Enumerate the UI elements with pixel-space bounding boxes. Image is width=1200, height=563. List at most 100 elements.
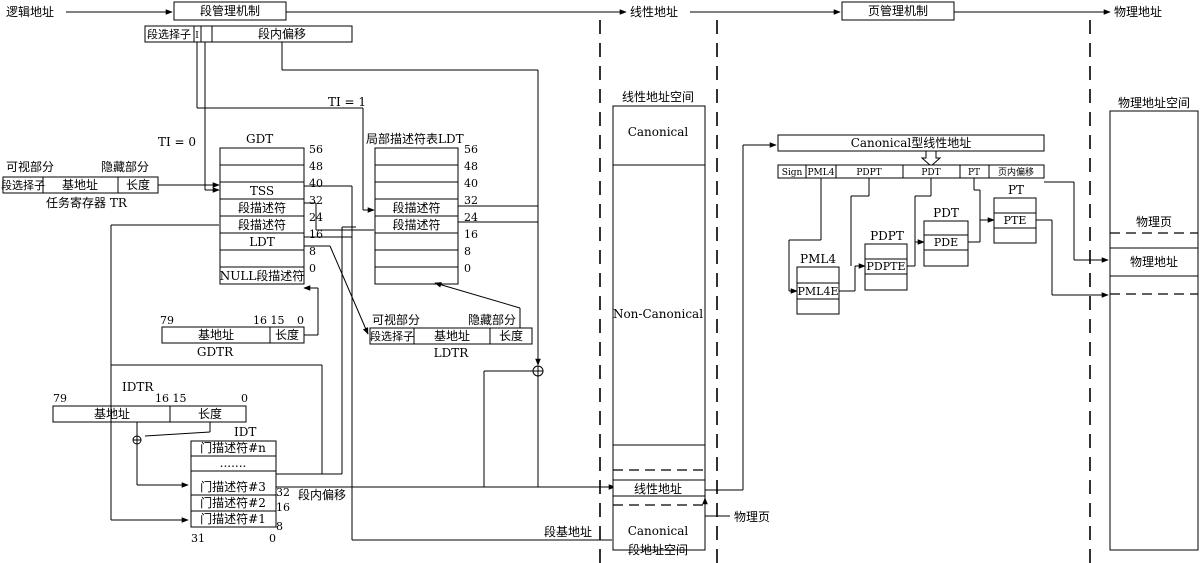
gdt-title: GDT xyxy=(246,132,273,146)
physical-addr-cell: 物理地址 xyxy=(1130,255,1178,269)
offset-field: 段内偏移 xyxy=(258,26,306,41)
ldt-row-label: 段描述符 xyxy=(392,200,440,215)
paging-label: 页管理机制 xyxy=(868,3,928,18)
gdt-row-label: 段描述符 xyxy=(238,200,286,215)
down-arrow-icon xyxy=(920,150,942,167)
pml4-entry: PML4E xyxy=(798,285,839,298)
segmentation-box xyxy=(173,1,287,21)
pdpt-table xyxy=(864,243,908,291)
ldt-title: 局部描述符表LDT xyxy=(366,131,464,146)
ldtr-limit: 长度 xyxy=(499,328,523,343)
idt-row xyxy=(190,470,277,496)
pdt-table xyxy=(923,220,969,267)
physical-address-label: 物理地址 xyxy=(1114,5,1162,19)
idt-row-label: 门描述符#2 xyxy=(200,495,266,510)
idt-offset-16: 16 xyxy=(276,501,290,514)
ldt-row xyxy=(374,147,459,166)
idt-bit0: 0 xyxy=(269,532,276,545)
ldtr-selector: 段选择子 xyxy=(370,329,414,343)
ldt-offset: 48 xyxy=(464,160,478,173)
idt-offset-8: 8 xyxy=(276,520,283,533)
tr-base: 基地址 xyxy=(62,178,98,192)
gdt-row-label: TSS xyxy=(250,184,274,198)
gdt-row xyxy=(219,164,305,183)
physical-page-label: 物理页 xyxy=(1136,215,1172,229)
idtr-limit: 长度 xyxy=(198,406,222,421)
ldt-row xyxy=(374,164,459,183)
linear-address-space xyxy=(612,105,706,551)
idtr-bit16: 16 15 xyxy=(155,392,187,405)
ldt-row xyxy=(374,181,459,200)
phys-page-label: 物理页 xyxy=(734,510,770,524)
idtr-base: 基地址 xyxy=(94,407,130,421)
gdt-offset: 8 xyxy=(309,245,316,258)
gdtr-bit79: 79 xyxy=(160,314,174,327)
ti-one-label: TI = 1 xyxy=(328,95,366,109)
gdt-offset: 56 xyxy=(309,143,323,156)
field-pml4: PML4 xyxy=(808,168,835,178)
ldtr-hidden-label: 隐藏部分 xyxy=(468,312,516,327)
idtr-bit0: 0 xyxy=(241,392,248,405)
canonical-address-label: Canonical型线性地址 xyxy=(851,136,972,150)
gdt-offset: 0 xyxy=(309,262,316,275)
idt-row-label: 门描述符#n xyxy=(200,440,266,455)
address-fields xyxy=(777,164,1045,179)
ldtr-caption: LDTR xyxy=(434,346,470,360)
ldtr-visible-label: 可视部分 xyxy=(372,312,420,327)
idtr-bit79: 79 xyxy=(53,392,67,405)
tr-visible-label: 可视部分 xyxy=(6,159,54,174)
seg-base-label: 段基地址 xyxy=(544,524,592,539)
canonical-bottom: Canonical xyxy=(628,524,689,538)
gdt-row-label: NULL段描述符 xyxy=(220,268,305,283)
tr-limit: 长度 xyxy=(126,177,150,192)
ldt-row xyxy=(374,266,459,285)
idt-register xyxy=(52,405,247,423)
canonical-top: Canonical xyxy=(628,125,689,139)
gdt-row xyxy=(219,147,305,166)
ldt-row-label: 段描述符 xyxy=(392,217,440,232)
ldt-offset: 32 xyxy=(464,194,478,207)
gdtr-bit16: 16 15 xyxy=(253,314,285,327)
idt-title: IDT xyxy=(234,425,256,439)
ldtr-base: 基地址 xyxy=(434,329,470,343)
pml4-title: PML4 xyxy=(800,252,836,266)
ti-zero-label: TI = 0 xyxy=(158,135,196,149)
field-pt: PT xyxy=(968,168,980,178)
gdt-row xyxy=(219,249,305,268)
canonical-linear-address xyxy=(777,134,1045,152)
logical-address-label: 逻辑地址 xyxy=(6,5,54,19)
gdt-offset: 16 xyxy=(309,228,323,241)
segmentation-label: 段管理机制 xyxy=(200,3,260,18)
tr-hidden-label: 隐藏部分 xyxy=(101,159,149,174)
ldt-offset: 16 xyxy=(464,228,478,241)
idt-row-label: 门描述符#1 xyxy=(200,511,266,526)
pdt-entry: PDE xyxy=(934,236,958,249)
field-pdpt: PDPT xyxy=(856,168,881,178)
logical-address-box xyxy=(144,25,353,43)
tr-selector: 段选择子 xyxy=(1,178,45,192)
field-sign: Sign xyxy=(782,168,803,178)
pdpt-title: PDPT xyxy=(870,229,904,243)
idt-offset-32: 32 xyxy=(276,486,290,499)
pdt-title: PDT xyxy=(933,206,959,220)
idt-row xyxy=(190,510,277,528)
physical-address-space xyxy=(1109,110,1199,551)
gdtr-bit0: 0 xyxy=(297,314,304,327)
pt-entry: PTE xyxy=(1004,214,1027,227)
linear-space-title: 线性地址空间 xyxy=(622,90,694,104)
ldt-offset: 24 xyxy=(464,211,478,224)
ldt-offset: 40 xyxy=(464,177,478,190)
idtr-title: IDTR xyxy=(122,380,154,394)
idt-row-label: 门描述符#3 xyxy=(200,479,266,494)
ldt-row xyxy=(374,232,459,251)
linear-space-caption: 段地址空间 xyxy=(628,542,688,557)
pml4-table xyxy=(796,266,840,315)
pt-title: PT xyxy=(1008,183,1024,197)
linear-address-cell: 线性地址 xyxy=(634,482,682,496)
physical-space-title: 物理地址空间 xyxy=(1118,96,1190,110)
selector-field: 段选择子 xyxy=(147,27,191,41)
